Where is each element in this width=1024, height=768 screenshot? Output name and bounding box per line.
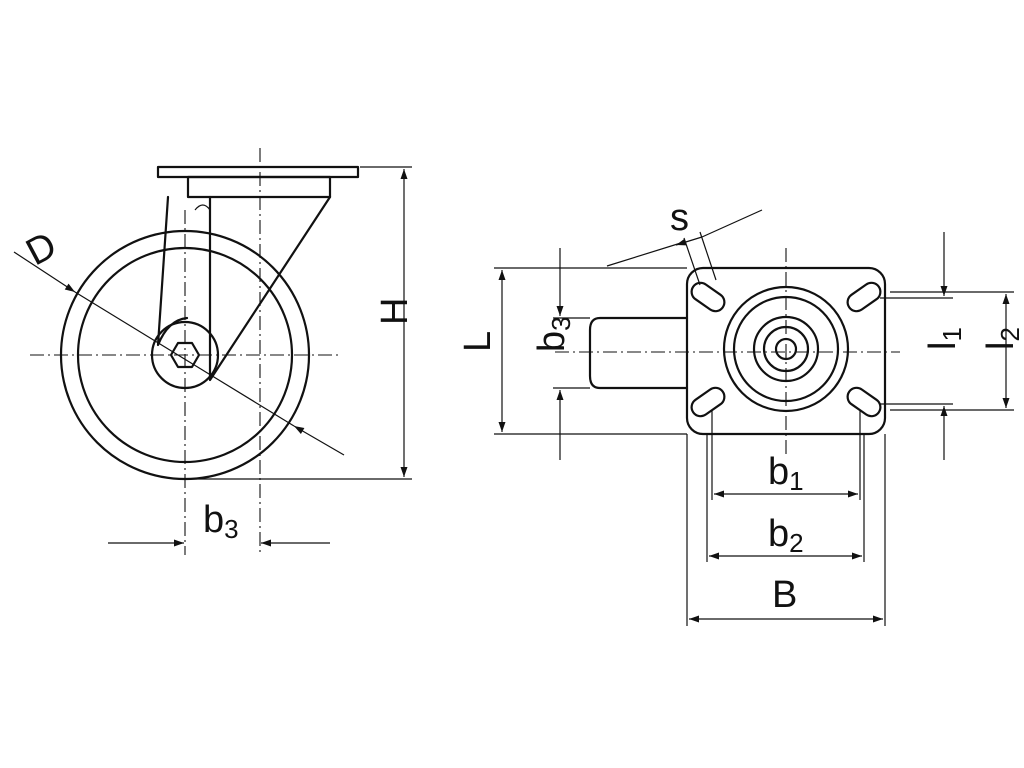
diameter-line-mid — [74, 291, 295, 427]
height-label: H — [374, 298, 416, 325]
slot-width-leader — [606, 241, 685, 267]
B-label: B — [772, 574, 797, 616]
l1-label: l1 — [922, 327, 967, 350]
slot-top-right — [846, 281, 882, 313]
slot-width-line — [675, 236, 703, 246]
b1-label: b1 — [768, 451, 804, 496]
side-view: D H b3 — [13, 148, 416, 555]
axle-nut — [169, 341, 201, 369]
diameter-line-upper — [13, 251, 76, 293]
l2-label: l2 — [980, 327, 1024, 350]
wheel-stub — [588, 316, 689, 390]
fork-body — [208, 195, 332, 382]
b2-label: b2 — [768, 513, 804, 558]
slot-width-ext-b — [699, 231, 717, 281]
diameter-line-lower — [293, 425, 345, 456]
slot-bottom-right — [846, 386, 882, 418]
slot-width-extension — [701, 209, 763, 238]
mounting-plate — [156, 165, 360, 179]
slot-bottom-left — [690, 386, 726, 418]
length-label: L — [457, 331, 499, 352]
diameter-label: D — [20, 224, 64, 274]
fork-leg-front — [156, 195, 189, 347]
top-view: s L b3 l1 l2 b1 — [457, 197, 1024, 626]
slot-width-label: s — [670, 197, 689, 239]
swivel-head — [186, 175, 332, 199]
offset-label: b3 — [203, 499, 239, 544]
slot-width-ext-a — [683, 237, 701, 286]
stub-width-label: b3 — [531, 316, 576, 352]
slot-top-left — [690, 281, 726, 313]
fork-inner-line — [194, 204, 211, 211]
